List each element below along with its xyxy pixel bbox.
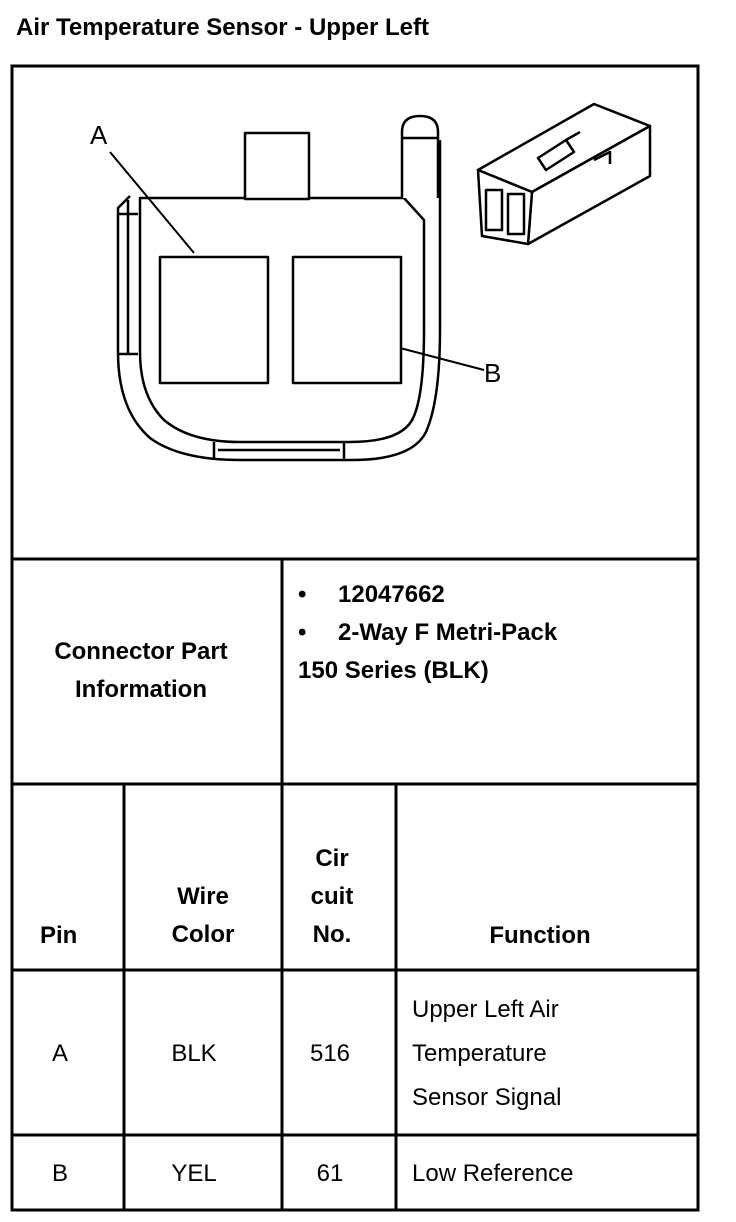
row-a-function-line3: Sensor Signal bbox=[412, 1084, 562, 1111]
row-a-function-line1: Upper Left Air bbox=[412, 996, 559, 1023]
connector-3d-cavity-1 bbox=[484, 188, 504, 232]
connector-info-values: •12047662 •2-Way F Metri-Pack 150 Series… bbox=[298, 576, 557, 690]
callout-lines bbox=[109, 151, 485, 371]
callout-a-label: A bbox=[90, 120, 108, 150]
page-title: Air Temperature Sensor - Upper Left bbox=[16, 14, 429, 41]
connector-3d-latch bbox=[536, 138, 576, 172]
connector-left-rail bbox=[118, 200, 138, 356]
row-b-wire-color: YEL bbox=[171, 1160, 217, 1187]
table-grid bbox=[10, 64, 700, 1212]
header-circuit: Cir cuit No. bbox=[282, 840, 382, 954]
connector-series: 150 Series (BLK) bbox=[298, 657, 489, 684]
connector-info-label-line1: Connector Part bbox=[54, 638, 228, 665]
part-number: 12047662 bbox=[338, 581, 445, 608]
row-b-function: Low Reference bbox=[412, 1160, 574, 1187]
header-circuit-line3: No. bbox=[312, 921, 352, 948]
connector-3d-view bbox=[476, 102, 652, 246]
connector-3d-cavity-2 bbox=[506, 192, 526, 236]
row-a-pin: A bbox=[51, 1040, 68, 1067]
callout-line-b bbox=[399, 347, 485, 371]
terminal-cavity-b bbox=[291, 255, 403, 385]
terminal-cavity-a bbox=[158, 255, 270, 385]
connector-info-label-line2: Information bbox=[75, 676, 207, 703]
connector-type: 2-Way F Metri-Pack bbox=[338, 619, 558, 646]
connector-info-label: Connector Part Information bbox=[16, 633, 266, 709]
connector-top-tab bbox=[243, 131, 311, 201]
header-circuit-line1: Cir bbox=[315, 845, 349, 872]
row-a-circuit: 516 bbox=[309, 1040, 351, 1067]
part-number-item: •12047662 bbox=[298, 581, 445, 608]
header-wire-color-line2: Color bbox=[171, 921, 235, 948]
connector-bottom-rail bbox=[212, 442, 346, 460]
row-b-circuit: 61 bbox=[316, 1160, 344, 1187]
connector-face bbox=[116, 114, 442, 462]
connector-type-item: •2-Way F Metri-Pack bbox=[298, 619, 558, 646]
callout-b-label: B bbox=[484, 358, 502, 388]
connector-lock-post bbox=[400, 114, 440, 198]
callout-line-a bbox=[109, 151, 195, 254]
header-wire-color-line1: Wire bbox=[177, 883, 229, 910]
row-a-wire-color: BLK bbox=[171, 1040, 217, 1067]
row-b-pin: B bbox=[51, 1160, 68, 1187]
header-function: Function bbox=[489, 922, 591, 949]
header-wire-color: Wire Color bbox=[124, 878, 282, 954]
row-a-function: Upper Left Air Temperature Sensor Signal bbox=[412, 988, 561, 1120]
header-circuit-line2: cuit bbox=[310, 883, 354, 910]
row-a-function-line2: Temperature bbox=[412, 1040, 547, 1067]
header-pin: Pin bbox=[40, 922, 78, 949]
